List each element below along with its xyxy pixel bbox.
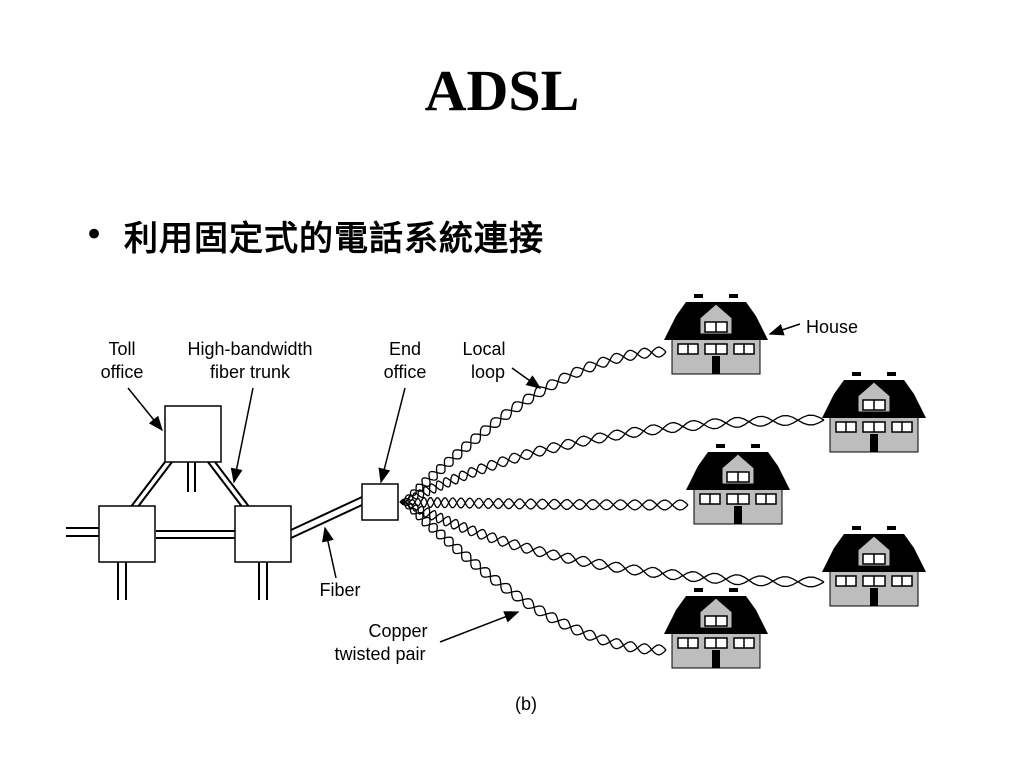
bullet-dot: • <box>84 215 105 255</box>
house-icon <box>821 525 927 607</box>
twisted-pair-wire <box>399 414 825 503</box>
end-office-arrow <box>378 387 406 484</box>
house-icon <box>663 293 769 375</box>
house-icon <box>685 443 791 525</box>
fiber-label: Fiber <box>319 580 360 600</box>
twisted-pair-wire <box>399 347 667 503</box>
twisted-pair-lines <box>399 346 825 656</box>
toll-office-label-line2: office <box>101 362 144 382</box>
trunk-label-line1: High-bandwidth <box>187 339 312 359</box>
twisted-pair-wire <box>399 496 689 511</box>
slide-title: ADSL <box>424 58 580 123</box>
bullet-item: • 利用固定式的電話系統連接 <box>84 210 544 260</box>
copper-label-line2: twisted pair <box>334 644 425 664</box>
end-office-box <box>361 483 399 521</box>
figure-caption: (b) <box>515 694 537 714</box>
twisted-pair-wire <box>399 346 667 503</box>
switch-box-right <box>234 505 292 563</box>
end-office-label-line2: office <box>384 362 427 382</box>
twisted-pair-wire <box>399 501 667 655</box>
fiber-arrow <box>322 526 337 579</box>
toll-network <box>66 461 363 600</box>
house-icon <box>821 371 927 453</box>
twisted-pair-wire <box>399 501 825 588</box>
toll-office-arrow <box>127 387 163 432</box>
trunk-arrow <box>230 387 254 484</box>
toll-office-box <box>164 405 222 463</box>
local-loop-arrow <box>511 367 542 389</box>
twisted-pair-wire <box>399 501 667 656</box>
bullet-text: 利用固定式的電話系統連接 <box>124 218 544 259</box>
switch-box-left <box>98 505 156 563</box>
copper-label-line1: Copper <box>368 621 427 641</box>
house-label: House <box>806 317 858 337</box>
toll-office-label-line1: Toll <box>108 339 135 359</box>
local-loop-label-line2: loop <box>471 362 505 382</box>
copper-arrow <box>439 611 520 643</box>
house-arrow <box>768 323 801 336</box>
trunk-label-line2: fiber trunk <box>210 362 291 382</box>
house-icon <box>663 587 769 669</box>
end-office-label-line1: End <box>389 339 421 359</box>
local-loop-label-line1: Local <box>462 339 505 359</box>
